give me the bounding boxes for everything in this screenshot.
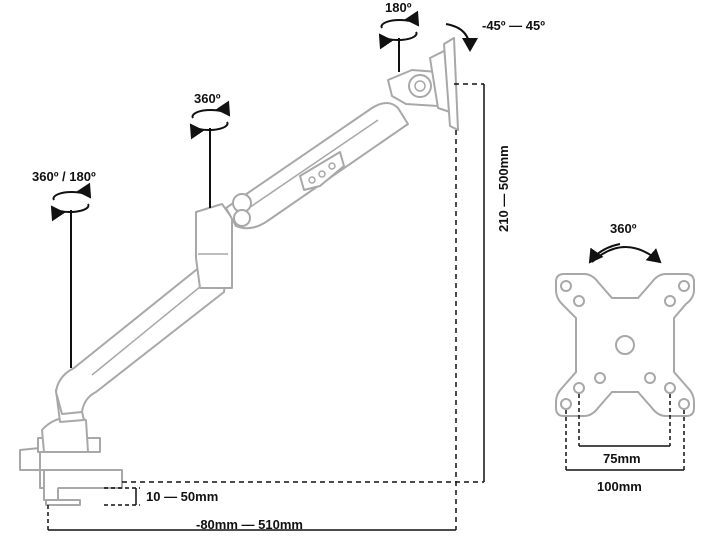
dimension-lines	[47, 38, 485, 531]
height-range-label: 210 — 500mm	[496, 145, 511, 232]
vesa-100-label: 100mm	[597, 479, 642, 494]
plate-rotation-label: 360º	[610, 221, 637, 236]
rotation-label-base: 360º / 180º	[32, 169, 96, 184]
rotation-icon-base	[50, 182, 92, 222]
plate-rotation-icon	[588, 243, 662, 264]
vesa-dimension-lines	[565, 394, 685, 471]
rotation-label-mid: 360º	[194, 91, 221, 106]
vesa-plate	[555, 273, 695, 417]
monitor-plate	[443, 37, 459, 131]
depth-range-label: -80mm — 510mm	[196, 517, 303, 532]
rotation-label-head: 180º	[385, 0, 412, 15]
tilt-label: -45º — 45º	[482, 18, 545, 33]
tilt-icon	[445, 23, 478, 52]
rotation-symbols	[50, 10, 662, 264]
rotation-icon-head	[378, 10, 420, 50]
clamp-range-label: 10 — 50mm	[146, 489, 219, 504]
rotation-icon-mid	[189, 100, 231, 140]
elbow-joint	[195, 203, 233, 289]
monitor-arm-illustration	[19, 37, 459, 506]
base-column	[41, 416, 89, 453]
vesa-75-label: 75mm	[603, 451, 641, 466]
